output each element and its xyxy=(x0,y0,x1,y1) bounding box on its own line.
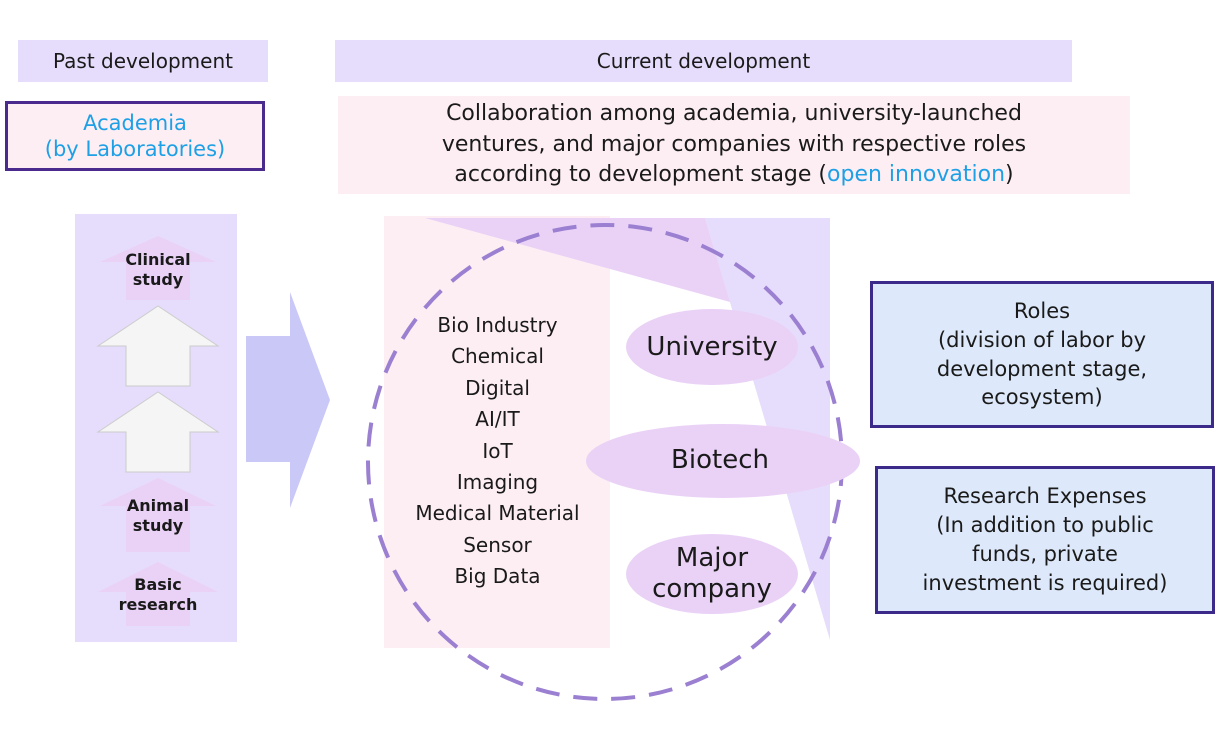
stage-arrow-blank-2 xyxy=(96,391,220,473)
stage-arrow-blank-1 xyxy=(96,305,220,387)
basic-research-label: Basic research xyxy=(108,568,208,622)
research-expenses-box: Research Expenses (In addition to public… xyxy=(875,466,1215,614)
collaboration-line-3-suffix: ) xyxy=(1005,162,1014,188)
clinical-study-arrow xyxy=(100,236,216,300)
academia-line-1: Academia xyxy=(83,110,187,135)
roles-line-4: ecosystem) xyxy=(981,385,1103,410)
university-ellipse xyxy=(626,309,798,385)
industry-panel xyxy=(384,216,610,648)
university-text: University xyxy=(646,332,778,363)
current-development-label: Current development xyxy=(596,49,811,73)
roles-line-2: (division of labor by xyxy=(937,327,1147,352)
past-development-label: Past development xyxy=(53,49,233,73)
research-expenses-line-2: (In addition to public xyxy=(936,513,1154,538)
research-expenses-line-3: funds, private xyxy=(972,542,1118,566)
industry-item: Chemical xyxy=(451,344,544,369)
clinical-study-label: Clinical study xyxy=(108,244,208,296)
clinical-study-line-1: Clinical xyxy=(125,250,191,269)
collaboration-line-2: ventures, and major companies with respe… xyxy=(441,131,1027,157)
major-company-line-2: company xyxy=(652,574,772,604)
roles-box: Roles (division of labor by development … xyxy=(870,281,1214,428)
open-innovation-highlight: open innovation xyxy=(827,162,1006,188)
transition-arrow xyxy=(246,292,330,508)
animal-study-line-2: study xyxy=(132,516,184,535)
biotech-text: Biotech xyxy=(671,445,769,476)
basic-research-line-2: research xyxy=(118,595,198,614)
major-company-label: Major company xyxy=(626,534,798,614)
academia-line-2: (by Laboratories) xyxy=(44,137,226,161)
animal-study-line-1: Animal xyxy=(126,496,190,515)
industry-item: Bio Industry xyxy=(437,313,558,337)
collaboration-line-3-prefix: according to development stage ( xyxy=(454,162,828,188)
industry-item: Big Data xyxy=(454,564,541,589)
biotech-ellipse xyxy=(586,424,860,498)
major-company-ellipse xyxy=(626,534,798,614)
basic-research-arrow xyxy=(98,562,218,626)
roles-line-3: development stage, xyxy=(936,356,1148,381)
industry-item: Digital xyxy=(465,375,530,400)
industry-item: AI/IT xyxy=(475,407,520,432)
current-development-header: Current development xyxy=(335,40,1072,82)
academia-box: Academia (by Laboratories) xyxy=(5,101,265,171)
clinical-study-line-2: study xyxy=(132,270,184,289)
industry-item: Medical Material xyxy=(415,501,580,526)
industry-list: Bio Industry Chemical Digital AI/IT IoT … xyxy=(385,310,610,593)
collaboration-line-3: according to development stage (open inn… xyxy=(454,160,1013,190)
major-company-line-1: Major xyxy=(675,542,749,573)
animal-study-label: Animal study xyxy=(108,490,208,542)
collaboration-line-1: Collaboration among academia, university… xyxy=(446,101,1022,127)
university-label: University xyxy=(626,327,798,369)
biotech-label: Biotech xyxy=(620,440,820,482)
past-development-header: Past development xyxy=(18,40,268,82)
top-wedge xyxy=(425,218,730,302)
collaboration-box: Collaboration among academia, university… xyxy=(338,96,1130,194)
industry-item: IoT xyxy=(482,438,513,463)
roles-line-1: Roles xyxy=(1013,298,1071,323)
industry-item: Sensor xyxy=(463,532,532,557)
basic-research-line-1: Basic xyxy=(134,575,182,594)
animal-study-arrow xyxy=(100,478,216,552)
industry-item: Imaging xyxy=(456,469,539,494)
research-expenses-line-4: investment is required) xyxy=(922,570,1168,595)
research-expenses-line-1: Research Expenses xyxy=(943,484,1147,509)
